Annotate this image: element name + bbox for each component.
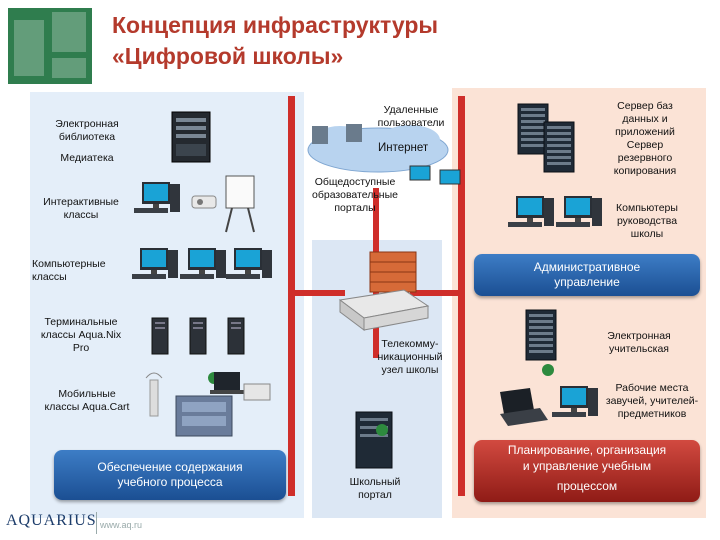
terminal-icon-1	[151, 317, 169, 355]
label-staffroom-line-1: Электронная	[607, 330, 671, 342]
label-e-library-line-1: Электронная	[55, 118, 119, 130]
label-staffroom-line-2: учительская	[609, 343, 669, 355]
page-title: Концепция инфраструктуры «Цифровой школы…	[112, 10, 612, 72]
label-portals-line-1: Общедоступные	[314, 176, 396, 188]
label-internet: Интернет	[378, 142, 429, 154]
wifi-access-point-icon	[145, 372, 163, 417]
admin-btn-line-1: Административное	[533, 260, 641, 274]
label-remote-users: Удаленные пользователи	[366, 104, 456, 130]
admin-btn-line-2: управление	[554, 275, 620, 289]
label-e-staffroom: Электронная учительская	[584, 330, 694, 356]
label-computer-line-2: классы	[32, 271, 67, 283]
staffroom-server-icon	[525, 309, 557, 361]
label-db-line-1: Сервер баз	[617, 100, 673, 112]
staffroom-network-icon	[542, 364, 554, 376]
remote-user-icon-4	[439, 169, 461, 185]
terminal-icon-3	[227, 317, 245, 355]
connector-left-horizontal	[295, 290, 345, 296]
label-db-line-2: данных и	[622, 113, 668, 125]
brand-logo: AQUARIUS	[6, 512, 97, 529]
remote-user-icon-3	[409, 165, 431, 181]
label-mgmt-line-2: руководства	[616, 215, 678, 227]
footer-url[interactable]: www.aq.ru	[100, 520, 143, 530]
label-interactive-line-2: классы	[63, 209, 99, 221]
label-interactive-classes: Интерактивные классы	[26, 196, 136, 222]
label-workplaces: Рабочие места завучей, учителей- предмет…	[596, 382, 708, 421]
connector-right-horizontal	[410, 290, 460, 296]
printer-icon	[243, 383, 271, 401]
computer-class-pc-icon-2	[180, 248, 226, 279]
label-telecom-node: Телекомму- никационный узел школы	[362, 338, 458, 377]
label-school-portal: Школьный портал	[330, 476, 420, 502]
label-management-pcs: Компьютеры руководства школы	[594, 202, 700, 241]
administrative-management-button[interactable]: Административное управление	[474, 254, 700, 296]
terminal-icon-2	[189, 317, 207, 355]
content-provision-line-1: Обеспечение содержания	[97, 460, 243, 474]
remote-user-icon-1	[312, 126, 328, 144]
label-backup-line-3: копирования	[613, 165, 677, 177]
label-mgmt-line-3: школы	[630, 228, 664, 240]
label-computer-classes: Компьютерные классы	[32, 258, 142, 284]
label-portal-line-2: портал	[358, 489, 392, 501]
label-telecom-line-2: никационный	[377, 351, 443, 363]
label-interactive-line-1: Интерактивные	[43, 196, 119, 208]
panel-educational	[30, 92, 304, 518]
router-icon	[338, 289, 430, 331]
mobile-cart-icon	[175, 372, 233, 437]
laptop-icon	[210, 372, 244, 394]
remote-user-icon-2	[346, 124, 362, 142]
label-portal-line-1: Школьный	[349, 476, 401, 488]
label-backup-line-1: Сервер	[626, 139, 664, 151]
plan-btn-line-3: процессом	[556, 479, 618, 493]
label-portals-line-3: порталы	[334, 202, 376, 214]
plan-btn-line-1: Планирование, организация	[507, 443, 667, 457]
label-e-library: Электронная библиотека	[32, 118, 142, 144]
management-pc-icon-1	[508, 196, 554, 227]
library-server-icon	[171, 111, 211, 163]
content-provision-button[interactable]: Обеспечение содержания учебного процесса	[54, 450, 286, 500]
label-telecom-line-3: узел школы	[381, 364, 439, 376]
label-workplaces-line-2: завучей, учителей-	[605, 395, 699, 407]
interactive-pc-icon	[134, 182, 180, 213]
school-portal-server-icon	[355, 411, 393, 469]
label-mediateka: Медиатека	[60, 152, 114, 164]
label-mobile-classes: Мобильные классы Aqua.Cart	[32, 388, 142, 414]
firewall-icon	[369, 251, 417, 293]
connector-left-vertical	[288, 96, 295, 496]
footer-divider	[96, 512, 97, 534]
label-db-line-3: приложений	[615, 126, 675, 138]
title-line-1: Концепция инфраструктуры	[112, 12, 439, 38]
label-terminal-line-1: Терминальные	[44, 316, 118, 328]
workplace-laptop-icon	[500, 388, 548, 426]
plan-btn-line-2: и управление учебным	[522, 459, 652, 473]
label-public-portals: Общедоступные образовательные порталы	[300, 176, 410, 215]
label-portals-line-2: образовательные	[312, 189, 398, 201]
backup-server-icon	[543, 121, 575, 173]
logo-graphic	[8, 8, 92, 84]
workplace-pc-icon	[552, 386, 598, 417]
label-terminal-classes: Терминальные классы Aqua.Nix Pro	[26, 316, 136, 355]
label-computer-line-1: Компьютерные	[32, 258, 106, 270]
label-terminal-line-2: классы Aqua.Nix	[40, 329, 122, 341]
connector-right-vertical	[458, 96, 465, 496]
label-remote-line-1: Удаленные	[383, 104, 439, 116]
content-provision-line-2: учебного процесса	[117, 475, 223, 489]
label-backup-line-2: резервного	[617, 152, 673, 164]
label-workplaces-line-1: Рабочие места	[615, 382, 689, 394]
label-e-library-line-2: библиотека	[58, 131, 116, 143]
title-line-2: «Цифровой школы»	[112, 43, 344, 69]
label-remote-line-2: пользователи	[377, 117, 445, 129]
label-terminal-line-3: Pro	[72, 342, 90, 354]
computer-class-pc-icon-3	[226, 248, 272, 279]
label-mgmt-line-1: Компьютеры	[616, 202, 678, 214]
interactive-whiteboard-icon	[225, 175, 255, 233]
label-servers: Сервер баз данных и приложений Сервер ре…	[590, 100, 700, 178]
label-mobile-line-1: Мобильные	[58, 388, 116, 400]
planning-management-button[interactable]: Планирование, организация и управление у…	[474, 440, 700, 502]
label-mobile-line-2: классы Aqua.Cart	[44, 401, 130, 413]
projector-icon	[191, 195, 217, 209]
label-workplaces-line-3: предметников	[617, 408, 687, 420]
label-telecom-line-1: Телекомму-	[381, 338, 439, 350]
